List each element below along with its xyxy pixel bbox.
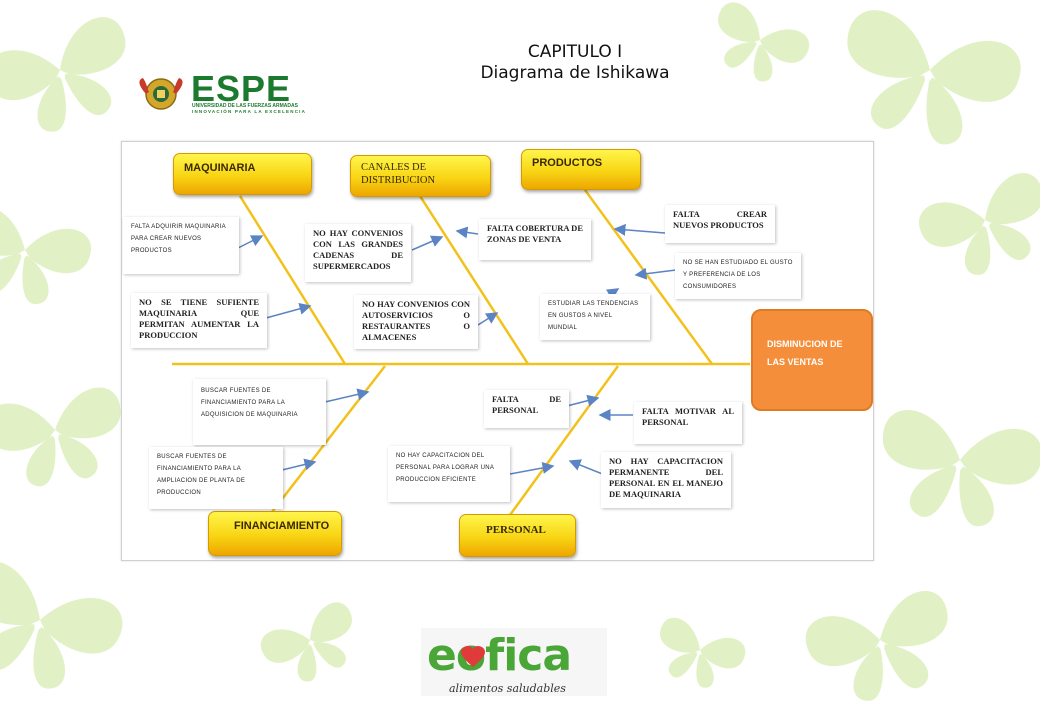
category-productos: PRODUCTOS [521,149,641,190]
cause-financiamiento-maquinaria: BUSCAR FUENTES DE FINANCIAMIENTO PARA LA… [193,379,326,445]
eofica-logo: eofica alimentos saludables [421,628,607,696]
category-productos-label: PRODUCTOS [532,157,603,169]
cause-falta-adquirir-maquinaria: FALTA ADQUIRIR MAQUINARIA PARA CREAR NUE… [123,217,239,274]
chapter-title: CAPITULO I [527,42,623,62]
category-canales: CANALES DE DISTRIBUCION [350,155,491,197]
category-maquinaria: MAQUINARIA [173,153,312,195]
cause-cobertura-zonas: FALTA COBERTURA DE ZONAS DE VENTA [479,219,591,260]
heart-icon [461,646,485,667]
arrow-p2 [634,267,677,280]
arrow-c2 [455,226,479,239]
espe-logo-motto: INNOVACIÓN PARA LA EXCELENCIA [192,109,307,114]
diagram-title: Diagrama de Ishikawa [480,63,670,83]
arrow-f1 [324,388,370,403]
cause-no-suficiente-maquinaria: NO SE TIENE SUFIENTE MAQUINARIA QUE PERM… [131,293,267,348]
effect-box: DISMINUCION DE LAS VENTAS [751,309,873,411]
cause-motivar-personal: FALTA MOTIVAR AL PERSONAL [634,402,742,444]
eofica-logo-name: eofica [427,630,572,681]
cause-convenios-autoservicios: NO HAY CONVENIOS CON AUTOSERVICIOS O RES… [354,295,478,349]
arrow-e4 [568,459,606,476]
category-canales-label: CANALES DE DISTRIBUCION [361,162,436,186]
eofica-logo-tagline: alimentos saludables [449,682,566,695]
arrow-m2 [265,302,312,319]
arrow-m1 [237,235,264,249]
espe-logo-tagline: UNIVERSIDAD DE LAS FUERZAS ARMADAS [192,103,298,109]
bone-personal [508,365,620,516]
bone-productos [583,189,714,365]
category-personal: PERSONAL [459,514,576,557]
espe-logo-name: ESPE [191,68,292,109]
cause-falta-personal: FALTA DE PERSONAL [484,390,569,428]
cause-convenios-supermercados: NO HAY CONVENIOS CON LAS GRANDES CADENAS… [305,224,411,282]
bone-canales [418,195,530,365]
category-maquinaria-label: MAQUINARIA [184,162,256,174]
arrow-c3 [477,312,499,326]
arrow-f2 [281,458,317,471]
category-financiamiento: FINANCIAMIENTO [208,511,342,556]
category-personal-label: PERSONAL [486,524,546,536]
cause-financiamiento-planta: BUSCAR FUENTES DE FINANCIAMIENTO PARA LA… [149,447,283,509]
bone-maquinaria [238,195,347,365]
espe-logo: ESPE UNIVERSIDAD DE LAS FUERZAS ARMADAS … [135,68,350,114]
cause-capacitacion-eficiente: NO HAY CAPACITACION DEL PERSONAL PARA LO… [388,446,510,502]
cause-crear-nuevos-productos: FALTA CREAR NUEVOS PRODUCTOS [665,205,775,243]
cause-gusto-consumidores: NO SE HAN ESTUDIADO EL GUSTO Y PREFERENC… [675,253,801,299]
arrow-p1 [613,223,666,236]
category-financiamiento-label: FINANCIAMIENTO [234,520,330,532]
cause-estudiar-tendencias: ESTUDIAR LAS TENDENCIAS EN GUSTOS A NIVE… [540,294,650,340]
arrow-c1 [411,235,444,251]
arrow-e3 [509,462,555,475]
cause-capacitacion-maquinaria: NO HAY CAPACITACION PERMANENTE DEL PERSO… [601,452,731,508]
espe-crest-icon [139,78,183,110]
arrow-e1 [566,394,600,407]
